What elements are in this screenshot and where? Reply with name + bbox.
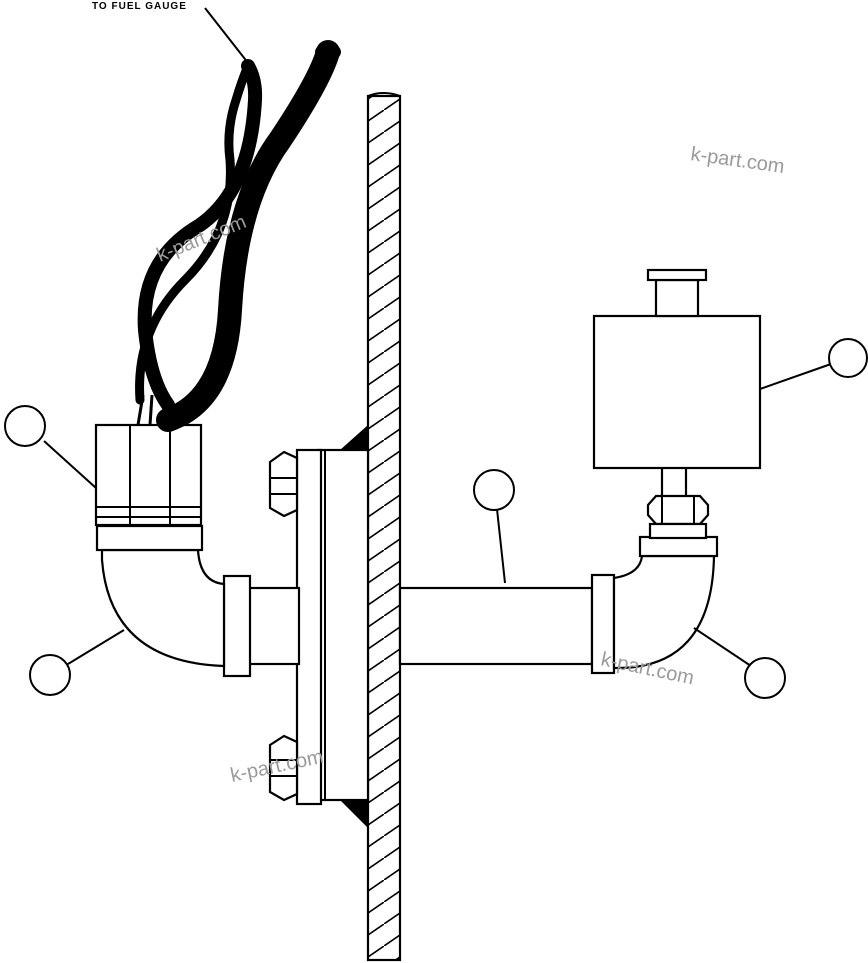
callout-leaders: [43, 363, 832, 667]
sender-connector: [94, 423, 203, 527]
callout-1: [4, 405, 46, 447]
right-pipe: [398, 535, 719, 675]
callout-3: [473, 469, 515, 511]
callout-4: [828, 338, 868, 378]
flange-bolt-bottom: [268, 734, 299, 802]
fuel-gauge-label: TO FUEL GAUGE: [92, 1, 187, 12]
gauge-wire-harness: [135, 40, 341, 432]
flange-bolt-top: [268, 450, 299, 518]
solenoid-valve: [592, 268, 762, 540]
fuel-gauge-leader: [204, 7, 253, 69]
left-elbow-fitting: [95, 524, 301, 678]
callout-5: [744, 657, 786, 699]
tank-wall: [366, 92, 402, 962]
weld-fillets: [340, 425, 368, 828]
callout-2: [29, 654, 71, 696]
watermark-1: k-part.com: [689, 143, 786, 178]
